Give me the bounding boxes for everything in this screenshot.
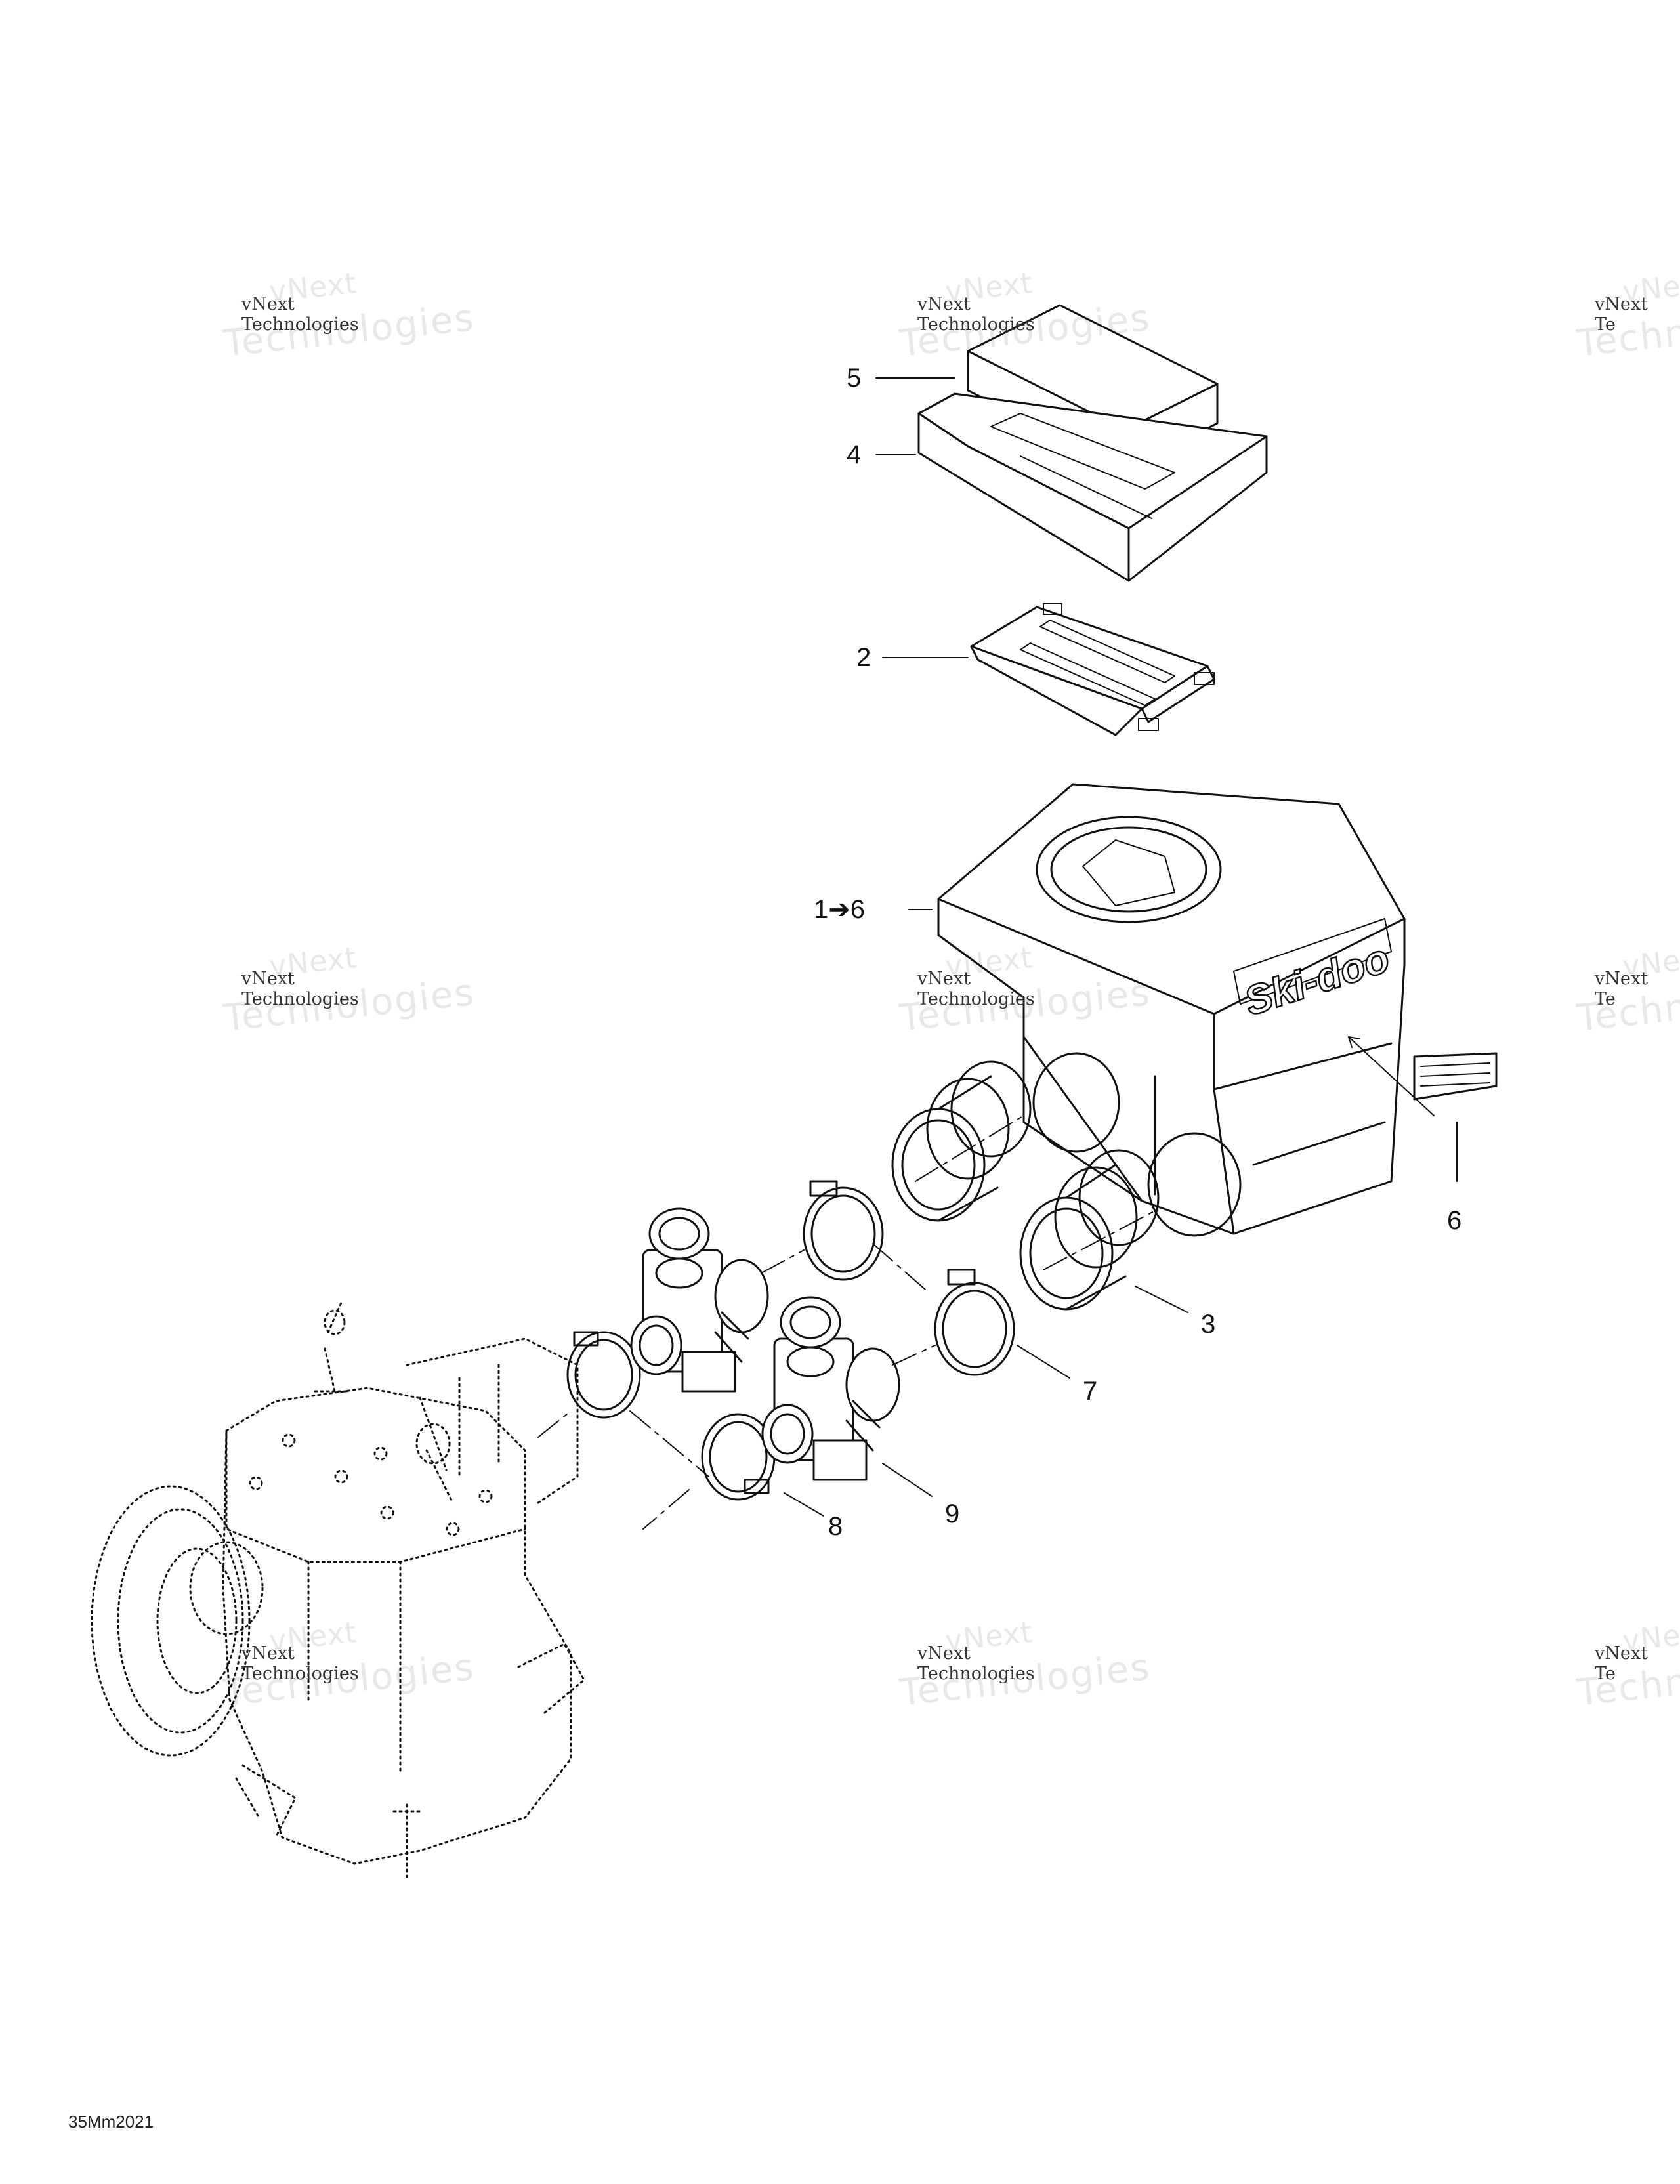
callout-2: 2 [856, 643, 872, 672]
leader-lines [784, 377, 1458, 1517]
callout-5: 5 [847, 364, 862, 392]
callout-1-6: 1➔6 [814, 895, 866, 924]
rubber-adaptor-upper [891, 1060, 1032, 1222]
callout-3: 3 [1201, 1310, 1216, 1339]
callout-9: 9 [945, 1500, 960, 1528]
clamp-upper-right [803, 1180, 884, 1281]
callout-7: 7 [1083, 1377, 1098, 1406]
carburetor-upper [630, 1208, 769, 1393]
callout-8: 8 [828, 1512, 843, 1541]
callout-6: 6 [1447, 1206, 1462, 1235]
callout-4: 4 [847, 440, 862, 469]
clamp-lower-right [934, 1269, 1015, 1376]
filter-frame [917, 392, 1268, 582]
rubber-adaptor-lower [1019, 1149, 1160, 1311]
document-id: 35Mm2021 [68, 2112, 154, 2132]
engine-reference [91, 1301, 585, 1878]
filter-plate [970, 603, 1215, 736]
carburetor-lower [761, 1296, 900, 1481]
clamp-upper-left [566, 1331, 641, 1419]
decal-label [1413, 1052, 1498, 1101]
air-silencer-box [937, 783, 1435, 1237]
center-lines [537, 1115, 1156, 1530]
